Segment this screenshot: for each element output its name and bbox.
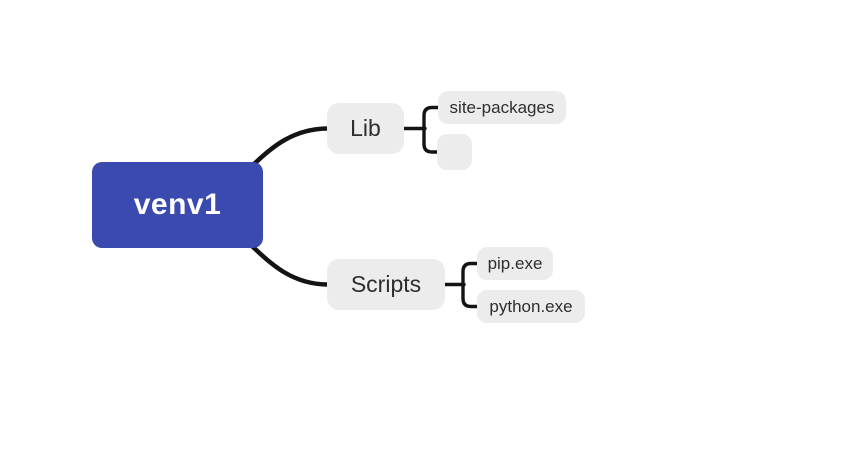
node-site-packages-label: site-packages	[449, 97, 555, 117]
node-site-packages[interactable]: site-packages	[438, 91, 566, 124]
connector-scripts-bracket	[461, 261, 479, 309]
node-python-exe-label: python.exe	[489, 296, 573, 316]
connector-root-to-scripts	[246, 240, 331, 287]
node-pip-exe-label: pip.exe	[487, 253, 543, 273]
node-scripts[interactable]: Scripts	[327, 259, 445, 310]
node-python-exe[interactable]: python.exe	[477, 290, 585, 323]
node-lib-label: Lib	[350, 115, 381, 141]
node-pip-exe[interactable]: pip.exe	[477, 247, 553, 280]
node-empty[interactable]	[437, 134, 472, 170]
connector-root-to-lib	[246, 126, 331, 172]
node-lib[interactable]: Lib	[327, 103, 404, 154]
node-root-label: venv1	[133, 188, 222, 221]
node-scripts-label: Scripts	[350, 271, 422, 297]
node-root-venv1[interactable]: venv1	[92, 162, 263, 248]
connector-lib-bracket	[422, 105, 440, 154]
